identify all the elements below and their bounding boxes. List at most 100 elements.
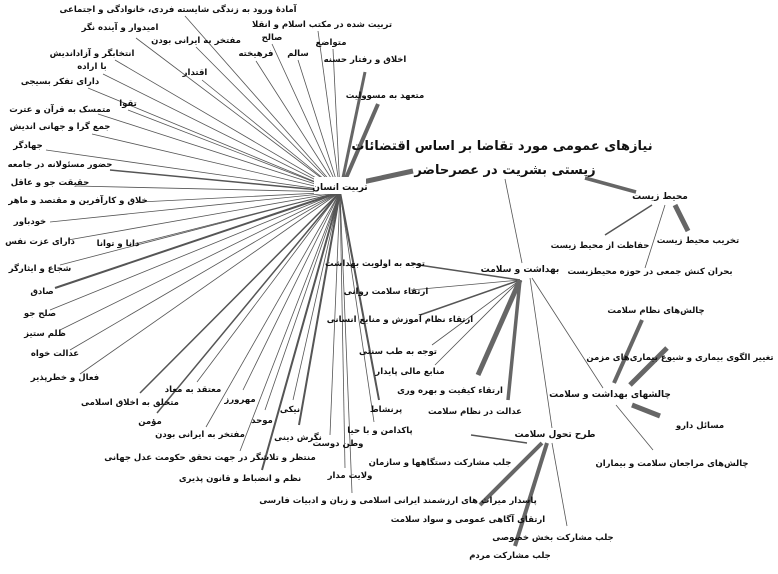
edge-env-item (672, 203, 691, 233)
edge-health-item (410, 279, 521, 291)
edge-tarbiat-item (201, 79, 341, 193)
edge-tarbiat-item (87, 87, 341, 193)
tarbiat-item: مفتخر به ایرانی بودن (151, 36, 241, 46)
tarbiat-item: تربیت شده در مکتب اسلام و انقلا (252, 20, 392, 30)
tarbiat-item: ولایت مدار (327, 471, 373, 481)
diagram-title-line2: زیستی بشریت در عصرحاضر (413, 163, 595, 178)
tarbiat-item: پاکدامن و با حیا (347, 426, 412, 436)
edge-tarbiat-item (97, 113, 341, 193)
tarbiat-item: خودباور (13, 217, 46, 227)
edge-health-challenges (531, 277, 604, 389)
edge-tarbiat-item (339, 191, 380, 401)
edge-tarbiat-item (109, 169, 341, 193)
tarbiat-item: مؤمن (138, 417, 162, 427)
tarbiat-item: عدالت خواه (31, 349, 79, 359)
tarbiat-item: موحد (251, 416, 273, 426)
health-item: ارتقاء سلامت روانی (344, 287, 429, 297)
tarbiat-item: جمع گرا و جهانی اندیش (10, 121, 111, 132)
edge-tarbiat-item (184, 15, 341, 193)
edge-tarbiat-item (49, 191, 341, 223)
edge-tahavol-item (470, 434, 528, 444)
edge-title-env (584, 176, 637, 194)
edge-health-item (475, 278, 523, 377)
edge-tarbiat-item (135, 37, 341, 193)
tarbiat-item: منتظر و تلاشگر در جهت تحقق حکومت عدل جها… (104, 452, 316, 463)
tarbiat-item: نظم و انضباط و قانون پذیری (179, 474, 301, 484)
tarbiat-item: صادق (30, 287, 53, 297)
tarbiat-item: اقتدار (182, 68, 208, 78)
tarbiat-item: شجاع و ایثارگر (8, 263, 72, 274)
edge-tarbiat-item (59, 191, 341, 331)
edge-tarbiat-item (242, 191, 341, 391)
tarbiat-item: نگرش دینی (274, 432, 322, 443)
health-item: عدالت در نظام سلامت (428, 407, 522, 417)
edge-health-item (506, 279, 522, 401)
edge-tarbiat-item (59, 191, 341, 266)
tarbiat-item: خلاق و کارآفرین و مقتصد و ماهر (7, 194, 147, 206)
edge-title-health (504, 178, 523, 264)
edge-tarbiat-item (139, 191, 341, 203)
tarbiat-item: فعال و خطرپذیر (30, 373, 99, 383)
tarbiat-item: انتخابگر و آزاداندیش (50, 47, 135, 59)
tarbiat-item: متواضع (316, 38, 347, 48)
tarbiat-item: صالح (262, 33, 283, 43)
edge-tahavol-item (513, 442, 549, 547)
challenge-item: چالش‌های نظام سلامت (607, 306, 704, 316)
edge-tarbiat-item (264, 191, 341, 411)
edge-tarbiat-item (255, 60, 341, 193)
tarbiat-item: تقوا (119, 99, 137, 109)
tarbiat-item: جهادگر (12, 140, 43, 151)
edge-tahavol-item (478, 441, 544, 507)
challenge-item: مسائل دارو (675, 421, 724, 431)
edge-tarbiat-item (196, 191, 341, 383)
edge-tarbiat-item (317, 30, 341, 193)
tarbiat-item: متخلق به اخلاق اسلامی (81, 398, 179, 408)
edge-tarbiat-item (271, 43, 341, 193)
tarbiat-item: فرهیخته (239, 49, 274, 59)
edge-health-item (434, 279, 521, 366)
edge-title-tarbiat (357, 168, 414, 186)
edge-tarbiat-item (339, 191, 353, 494)
tarbiat-item: متعهد به مسوولیت (346, 91, 425, 101)
tarbiat-item: وطن دوست (313, 439, 364, 449)
edge-health-item (419, 279, 521, 316)
edge-tarbiat-item (139, 191, 341, 394)
challenge-item: چالش‌های مراجعان سلامت و بیماران (595, 459, 748, 469)
edge-tarbiat-item (114, 59, 341, 193)
tarbiat-item: سالم (287, 49, 308, 59)
edge-tarbiat-item (91, 133, 341, 193)
tahavol-item: ارتقای آگاهی عمومی و سواد سلامت (391, 513, 546, 525)
tarbiat-item: پاسدار میراث های ارزشمند ایرانی اسلامی و… (259, 496, 537, 506)
edge-challenges-item (612, 319, 644, 384)
tarbiat-item: دانا و توانا (97, 239, 140, 249)
challenge-item: تغییر الگوی بیماری و شیوع بیماری‌های مزم… (586, 352, 773, 363)
edge-tarbiat-item (102, 73, 341, 193)
edge-tarbiat-item (127, 109, 341, 193)
hub-box (314, 177, 366, 194)
edge-tarbiat-item (339, 191, 375, 423)
edge-env-item (604, 204, 653, 236)
tarbiat-item: حضور مسئولانه در جامعه (8, 160, 113, 170)
edge-tarbiat-item (49, 191, 341, 311)
health-item: ارتقاء نظام آموزش و منابع انسانی (327, 313, 473, 325)
edge-tarbiat-item (329, 191, 341, 436)
edge-tarbiat-item (67, 191, 341, 241)
tarbiat-item: با اراده (77, 62, 106, 72)
edge-challenges-item (628, 346, 669, 387)
edge-tarbiat-item (297, 59, 341, 193)
tarbiat-item: متمسک به قرآن و عترت (9, 103, 110, 115)
edge-tarbiat-item (338, 71, 367, 193)
diagram-title-line1: نیازهای عمومی مورد تقاضا بر اساس اقتضائا… (351, 139, 652, 154)
tarbiat-item: امیدوار و آینده نگر (81, 21, 159, 33)
tarbiat-item: پرنشاط (370, 405, 402, 415)
tarbiat-item: اخلاق و رفتار حسنه (324, 55, 407, 65)
edge-health-tahavol (529, 277, 553, 429)
tarbiat-item: ظلم ستیز (23, 329, 66, 339)
tarbiat-item: نیکی (280, 405, 300, 415)
edge-tarbiat-item (195, 46, 341, 193)
tarbiat-item: دارای تفکر بسیجی (21, 77, 100, 87)
edge-tarbiat-item (74, 185, 341, 193)
health-item: توجه به اولویت بهداشت (325, 259, 425, 269)
